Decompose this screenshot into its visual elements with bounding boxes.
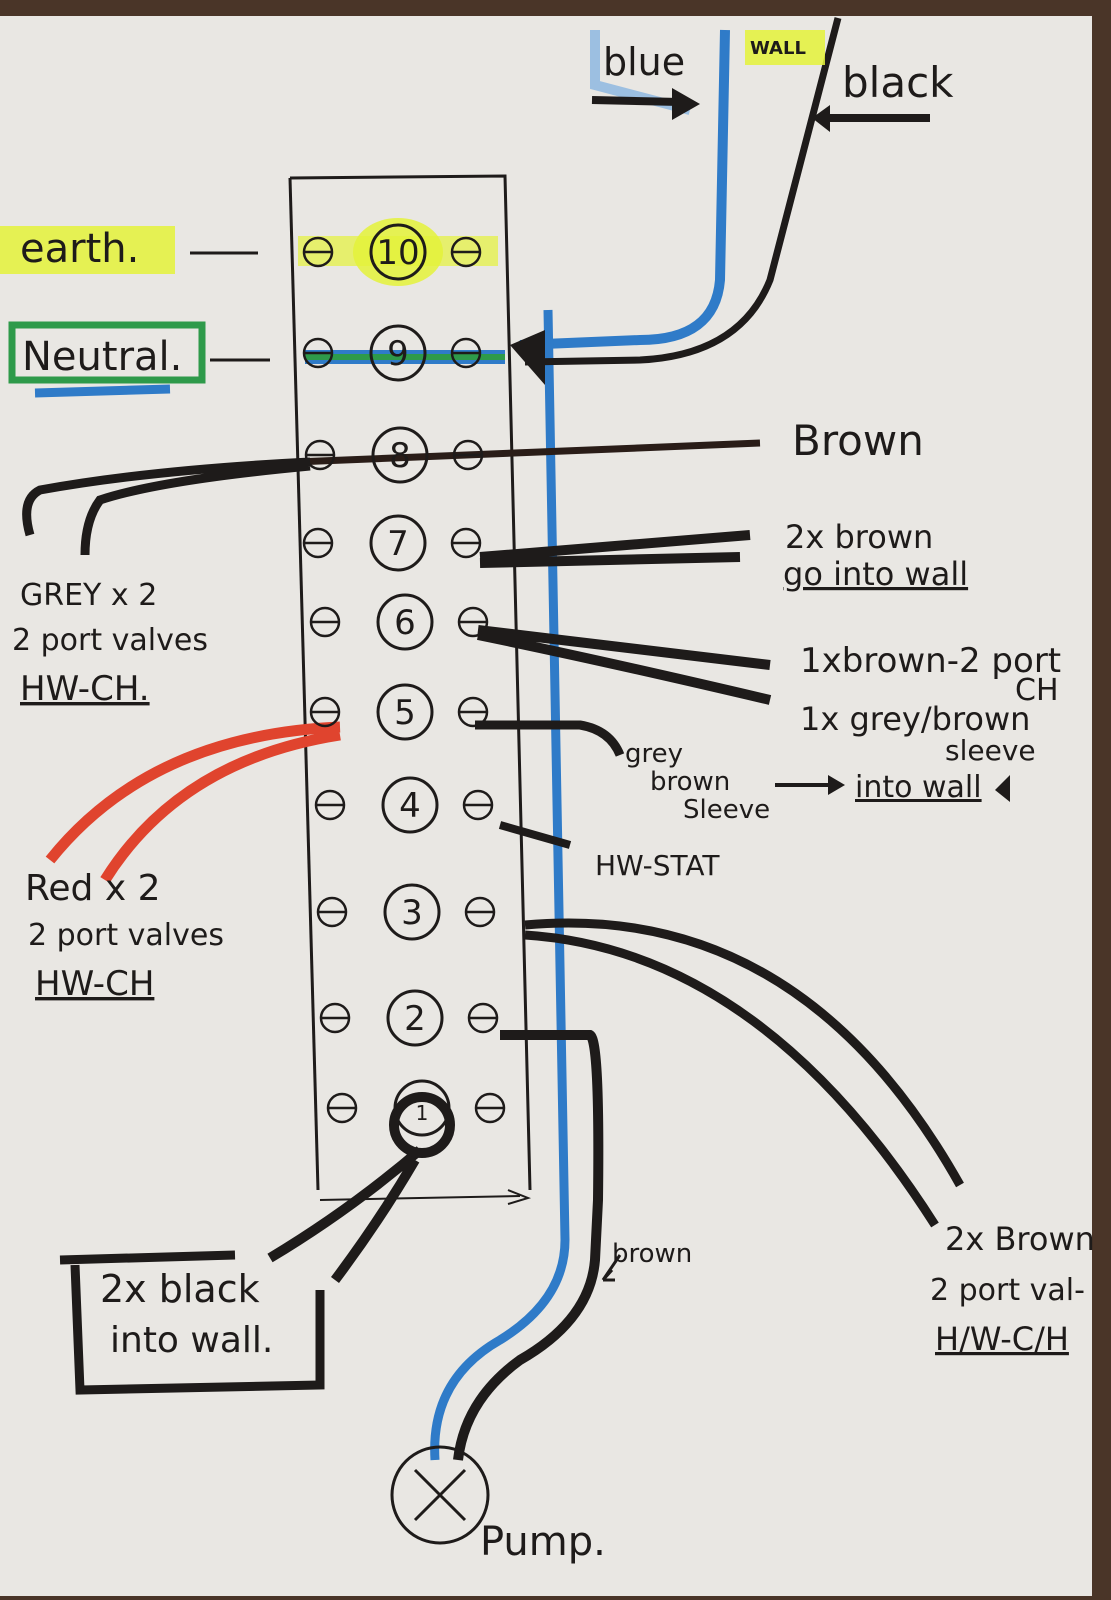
neutral-underline <box>34 384 171 398</box>
wire-6 <box>476 625 772 705</box>
terminal-number-ring <box>393 1079 451 1137</box>
terminal-1-bold-ring <box>389 1092 455 1158</box>
terminal-number-ring <box>376 593 434 651</box>
blue-wire <box>519 29 730 350</box>
label-black-line1: 2x black <box>100 1267 260 1311</box>
paper-sheet <box>0 16 1092 1596</box>
label-pump: Pump. <box>480 1519 606 1565</box>
label-red-line3: HW-CH <box>35 964 154 1004</box>
label-red-line2: 2 port valves <box>28 918 224 953</box>
terminal-number-ring <box>369 324 427 382</box>
label-grey-line1: GREY x 2 <box>20 578 157 613</box>
label-t6-line3: sleeve <box>945 734 1036 767</box>
wall-highlight <box>745 30 825 65</box>
label-wall: WALL <box>750 38 806 59</box>
arrow-into-wall-left-head <box>828 775 845 795</box>
blue-arrow-head <box>672 88 700 120</box>
terminal-9: 9 <box>302 324 482 382</box>
wire-4 <box>498 821 572 849</box>
terminal-number-ring <box>381 776 439 834</box>
brown-arrow <box>601 1254 622 1282</box>
blue-wire-pump <box>430 309 570 1461</box>
neutral-box <box>8 321 206 384</box>
label-black: black <box>842 58 954 107</box>
label-brown-8: Brown <box>792 416 924 465</box>
terminal-number-ring <box>369 514 427 572</box>
label-t5-line1: grey <box>625 739 683 769</box>
terminal-number: 5 <box>394 693 416 733</box>
label-t6-line2: 1x grey/brown <box>800 700 1030 738</box>
grey-wires <box>22 457 311 556</box>
label-t5-line2: brown <box>650 767 730 797</box>
terminal-number: 9 <box>387 334 409 374</box>
terminal-10: 10 <box>302 223 482 281</box>
black-wall-box <box>59 1250 325 1395</box>
label-hw-stat: HW-STAT <box>595 849 720 882</box>
label-t3-line1: 2x Brown <box>945 1220 1095 1258</box>
label-t7-line1: 2x brown <box>785 518 933 556</box>
terminal-number-ring <box>371 426 429 484</box>
terminal-number-ring <box>383 883 441 941</box>
terminal-number: 7 <box>387 524 409 564</box>
terminal-3: 3 <box>316 883 496 941</box>
blue-arrow-line <box>591 96 681 106</box>
terminal-number-ring <box>369 223 427 281</box>
terminal-8: 8 <box>304 426 484 484</box>
red-wires <box>45 721 341 883</box>
label-grey-line3: HW-CH. <box>20 669 150 709</box>
terminal-number: 3 <box>401 893 423 933</box>
terminal-2: 2 <box>319 989 499 1047</box>
wire-7 <box>479 530 751 568</box>
terminal-4: 4 <box>314 776 494 834</box>
label-into-wall: into wall <box>855 770 982 805</box>
terminal-number: 4 <box>399 786 421 826</box>
terminal-number: 8 <box>389 436 411 476</box>
wire-2-pump <box>453 1030 604 1461</box>
wire-5 <box>475 720 625 757</box>
terminal-number: 2 <box>404 999 426 1039</box>
terminal-number: 1 <box>416 1101 429 1125</box>
label-t3-line2: 2 port val- <box>930 1273 1085 1308</box>
arrow-into-wall-right-head <box>995 775 1010 802</box>
terminal-number-ring <box>376 683 434 741</box>
label-earth: earth. <box>20 226 139 272</box>
label-t5-line3: Sleeve <box>683 795 770 825</box>
label-black-line2: into wall. <box>110 1320 273 1361</box>
label-neutral: Neutral. <box>22 334 182 380</box>
neutral-connector <box>510 330 545 385</box>
label-grey-line2: 2 port valves <box>12 623 208 658</box>
terminal-6: 6 <box>309 593 489 651</box>
label-t7-line2: go into wall <box>783 555 968 593</box>
label-t3-line3: H/W-C/H <box>935 1320 1069 1358</box>
label-blue: blue <box>603 40 685 84</box>
terminal-number: 10 <box>376 233 419 273</box>
black-wire <box>524 17 842 366</box>
terminal-1: 1 <box>326 1079 506 1137</box>
label-t6-line1: 1xbrown-2 port <box>800 641 1061 681</box>
wire-8 <box>294 439 761 466</box>
black-arrow-head <box>812 105 830 132</box>
label-red-line1: Red x 2 <box>25 868 161 909</box>
terminal-5: 5 <box>309 683 489 741</box>
earth-highlight <box>0 226 175 274</box>
wire-3 <box>524 918 964 1228</box>
pump-icon <box>390 1445 490 1545</box>
terminal-number-ring <box>386 989 444 1047</box>
label-brown-pump: brown <box>612 1239 692 1269</box>
label-t6-line1b: CH <box>1015 673 1059 708</box>
terminal-7: 7 <box>302 514 482 572</box>
terminal-number: 6 <box>394 603 416 643</box>
wire-1 <box>267 1146 424 1283</box>
